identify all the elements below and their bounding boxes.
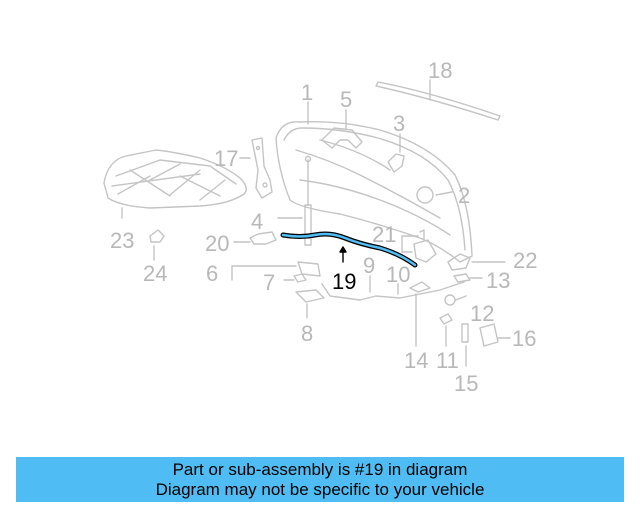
callout-6[interactable]: 6 [206, 261, 219, 286]
bracket-22-icon [447, 253, 471, 271]
callout-11[interactable]: 11 [436, 348, 459, 373]
cap-16-icon [479, 323, 499, 347]
callout-22[interactable]: 22 [513, 248, 538, 273]
info-banner: Part or sub-assembly is #19 in diagram D… [16, 457, 624, 502]
callout-13[interactable]: 13 [486, 268, 511, 293]
callout-21[interactable]: 21 [372, 222, 397, 247]
diagram-drawing [103, 79, 511, 367]
screw-21-icon [419, 229, 425, 241]
callout-3[interactable]: 3 [393, 111, 406, 136]
callout-2[interactable]: 2 [458, 183, 471, 208]
callout-15[interactable]: 15 [454, 371, 479, 396]
weatherstrip-18-icon [375, 81, 501, 121]
callout-19[interactable]: 19 [332, 269, 357, 294]
hinge-17-icon [251, 137, 273, 199]
gas-strut-icon [304, 155, 312, 246]
pin-15-icon [461, 323, 469, 343]
callout-9[interactable]: 9 [363, 253, 376, 278]
latch-14-icon [409, 281, 431, 293]
callout-24[interactable]: 24 [143, 261, 168, 286]
callout-10[interactable]: 10 [386, 262, 411, 287]
hood-seal-19-highlight [280, 231, 418, 268]
callout-8[interactable]: 8 [301, 321, 314, 346]
callout-18[interactable]: 18 [428, 58, 453, 83]
cable-end-6-icon [297, 261, 321, 277]
bumper-stop-icon [387, 153, 405, 173]
callout-14[interactable]: 14 [404, 348, 429, 373]
parts-diagram: 1 2 3 4 5 6 7 8 9 10 11 12 13 14 15 16 1… [103, 58, 538, 396]
leader-lines [121, 79, 511, 367]
banner-part-line: Part or sub-assembly is #19 in diagram [172, 460, 468, 479]
callout-23[interactable]: 23 [110, 228, 135, 253]
banner-disclaimer-line: Diagram may not be specific to your vehi… [155, 480, 485, 499]
callout-12[interactable]: 12 [470, 301, 495, 326]
callout-4[interactable]: 4 [251, 209, 264, 234]
bracket-20-icon [249, 231, 277, 245]
callout-20[interactable]: 20 [205, 231, 230, 256]
clip-24-icon [149, 229, 165, 243]
grommet-12-icon [444, 294, 456, 306]
callout-7[interactable]: 7 [263, 270, 276, 295]
callout-1[interactable]: 1 [301, 80, 314, 105]
clip-11-icon [439, 313, 453, 325]
pin-13-icon [453, 273, 471, 283]
clip-7-icon [293, 273, 307, 283]
handle-8-icon [295, 289, 325, 303]
hood-insulation-pad-icon [103, 149, 247, 209]
grommet-icon [416, 186, 434, 204]
release-cable-icon [321, 281, 465, 301]
callout-5[interactable]: 5 [340, 87, 353, 112]
callout-17[interactable]: 17 [214, 146, 239, 171]
bracket-21-icon [413, 239, 437, 263]
callout-16[interactable]: 16 [512, 326, 537, 351]
hood-panel-icon [275, 121, 473, 263]
latch-bracket-icon [321, 127, 363, 149]
